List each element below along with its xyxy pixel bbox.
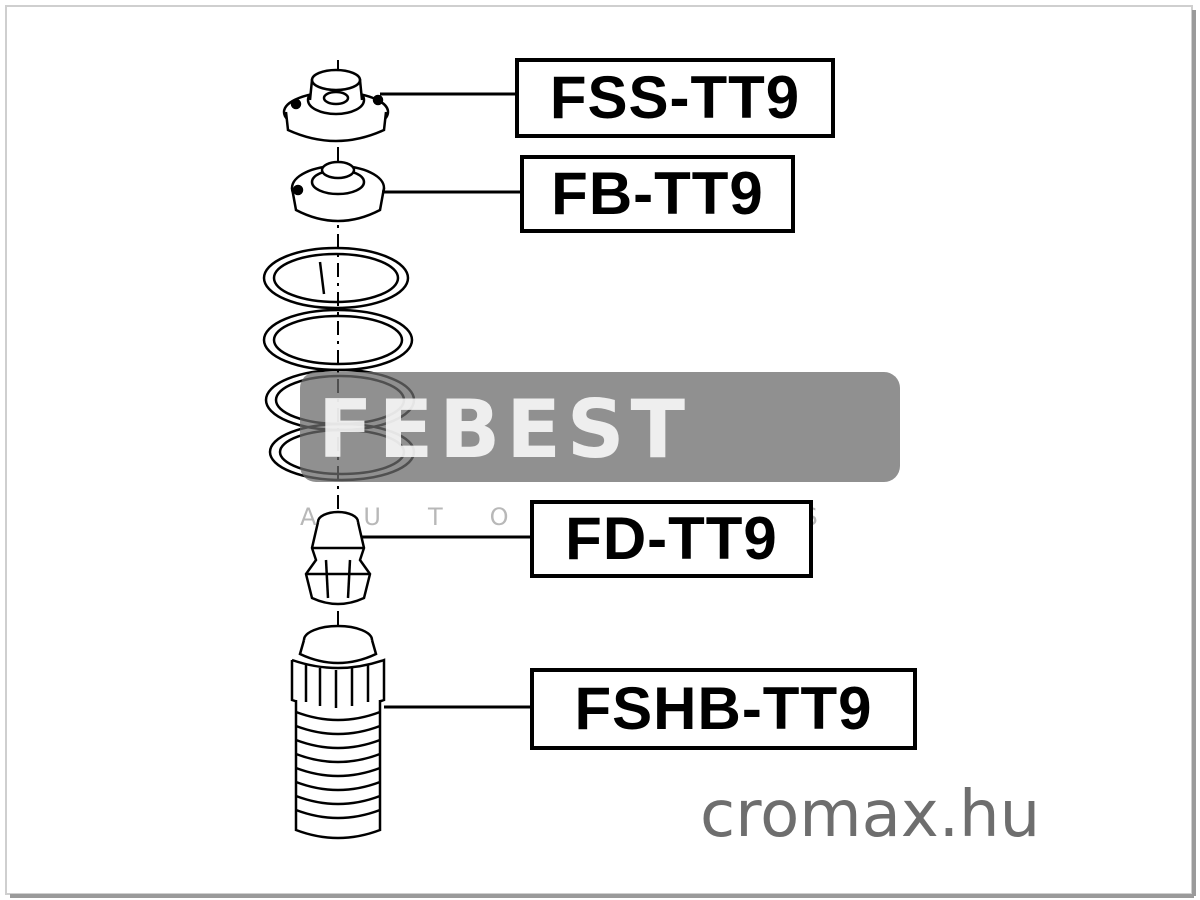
dust-boot	[290, 624, 386, 840]
watermark-brand: FEBEST	[318, 383, 692, 476]
site-watermark: cromax.hu	[700, 778, 1041, 852]
part-label-strut-mount: FSS-TT9	[515, 58, 835, 138]
bearing	[290, 160, 386, 223]
part-label-bearing: FB-TT9	[520, 155, 795, 233]
part-label-dust-boot: FSHB-TT9	[530, 668, 917, 750]
bump-stop	[304, 510, 372, 606]
strut-mount	[282, 68, 390, 143]
watermark-banner	[300, 372, 900, 482]
part-label-bump-stop: FD-TT9	[530, 500, 813, 578]
leader-lines	[362, 92, 530, 709]
